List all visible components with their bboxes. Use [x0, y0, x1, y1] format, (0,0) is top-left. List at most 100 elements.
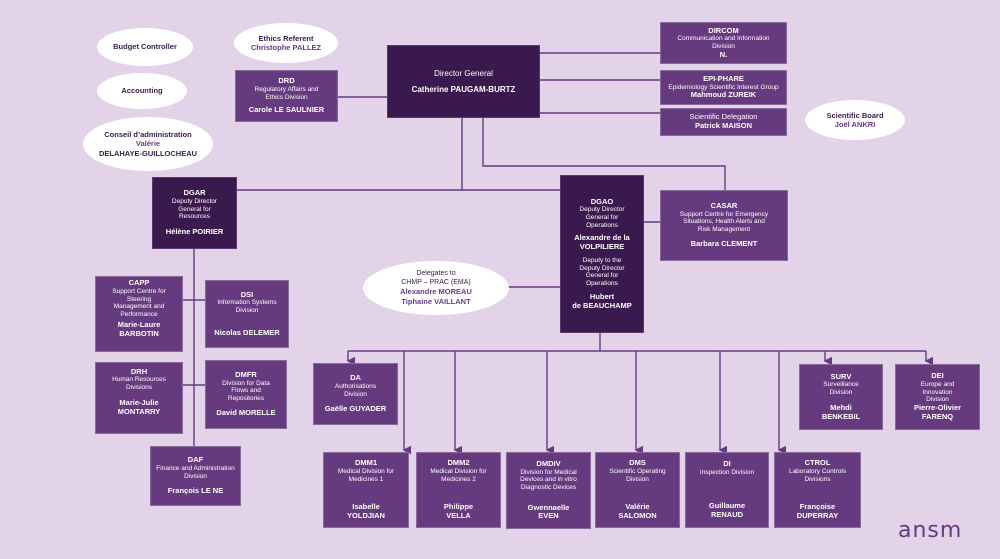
- box-dmfr: DMFR Division for Data Flows and Reposit…: [205, 360, 287, 429]
- board-name2: DELAHAYE-GUILLOCHEAU: [98, 148, 198, 158]
- dgar-desc1: Deputy Director: [171, 198, 218, 206]
- box-dmm1: DMM1 Medical Division for Medicines 1 Is…: [323, 452, 409, 528]
- casar-desc2: Situations, Health Alerts and: [683, 218, 765, 226]
- dgao-code: DGAO: [590, 196, 614, 206]
- box-scientific-delegation: Scientific Delegation Patrick MAISON: [660, 108, 787, 136]
- capp-desc2: Management and: [113, 303, 165, 311]
- dei-name2: FARENQ: [921, 411, 954, 421]
- scientific-board-title: Scientific Board: [826, 110, 884, 120]
- dgao-name1: Alexandre de la: [574, 233, 630, 243]
- dmm1-desc1: Medical Division for: [337, 467, 395, 475]
- oval-delegates: Delegates to CHMP – PRAC (EMA) Alexandre…: [363, 261, 509, 315]
- box-ctrol: CTROL Laboratory Controls Divisions Fran…: [774, 452, 861, 528]
- dei-desc1: Europe and: [920, 381, 955, 389]
- dmm2-name2: VELLA: [446, 511, 471, 521]
- dmm1-name1: Isabelle: [352, 502, 380, 512]
- scientific-board-name: Joël ANKRI: [834, 120, 876, 129]
- dmfr-name: David MORELLE: [216, 408, 276, 418]
- box-director-general: Director General Catherine PAUGAM-BURTZ: [387, 45, 540, 118]
- dmm2-code: DMM2: [447, 458, 470, 468]
- oval-scientific-board: Scientific Board Joël ANKRI: [805, 100, 905, 140]
- ctrol-name2: DUPERRAY: [796, 511, 839, 521]
- drh-code: DRH: [130, 366, 148, 376]
- box-di: DI Inspection Division Guillaume RENAUD: [685, 452, 769, 528]
- di-name2: RENAUD: [710, 510, 744, 520]
- drd-desc1: Regulatory Affairs and: [254, 85, 319, 93]
- daf-name: François LE NE: [167, 486, 224, 496]
- box-drd: DRD Regulatory Affairs and Ethics Divisi…: [235, 70, 338, 122]
- box-daf: DAF Finance and Administration Division …: [150, 446, 241, 506]
- drh-name: Marie-Julie MONTARRY: [117, 397, 161, 416]
- box-surv: SURV Surveillance Division Mehdi BENKEBI…: [799, 364, 883, 430]
- dmdiv-code: DMDIV: [536, 458, 561, 468]
- box-dms: DMS Scientific Operating Division Valéri…: [595, 452, 680, 528]
- dgao-name2: VOLPILIERE: [579, 242, 625, 252]
- drd-name: Carole LE SAULNIER: [248, 105, 325, 115]
- da-name: Gaëlle GUYADER: [324, 404, 387, 414]
- oval-ethics: Ethics Referent Christophe PALLEZ: [234, 23, 338, 63]
- ctrol-desc1: Laboratory Controls: [788, 467, 847, 475]
- epiphare-code: EPI-PHARE: [703, 73, 744, 83]
- box-epiphare: EPI-PHARE Epidemiology Scientific Intere…: [660, 70, 787, 105]
- box-dmdiv: DMDIV Division for Medical Devices and i…: [506, 452, 591, 529]
- budget-title: Budget Controller: [113, 42, 177, 52]
- daf-code: DAF: [187, 455, 204, 464]
- dmfr-desc3: Repositories: [227, 394, 265, 402]
- surv-name1: Mehdi: [830, 402, 852, 412]
- drd-code: DRD: [278, 76, 295, 85]
- dms-name1: Valérie: [625, 502, 650, 512]
- delegates-line2: CHMP – PRAC (EMA): [401, 278, 471, 286]
- oval-board: Conseil d’administration Valérie DELAHAY…: [83, 117, 213, 171]
- capp-name: Marie-Laure BARBOTIN: [117, 320, 161, 339]
- di-code: DI: [723, 458, 731, 468]
- box-capp: CAPP Support Centre for Steering Managem…: [95, 276, 183, 352]
- casar-desc3: Risk Management: [697, 225, 751, 233]
- ctrol-name1: Françoise: [799, 502, 836, 512]
- box-dgar: DGAR Deputy Director General for Resourc…: [152, 177, 237, 249]
- dgar-desc3: Resources: [178, 213, 211, 221]
- dms-desc2: Division: [626, 475, 649, 483]
- da-code: DA: [350, 373, 361, 382]
- dms-name2: SALOMON: [618, 511, 657, 521]
- delegates-line1: Delegates to: [416, 269, 456, 277]
- dei-desc2: Innovation: [922, 388, 953, 396]
- box-da: DA Authorisations Division Gaëlle GUYADE…: [313, 363, 398, 425]
- dmm2-desc2: Medicines 2: [441, 475, 476, 483]
- dsi-desc2: Division: [235, 307, 259, 314]
- dgao-deputy4: Operations: [586, 280, 618, 288]
- dmdiv-name1: Gwennaelle: [527, 502, 570, 512]
- box-dsi: DSI Information Systems Division Nicolas…: [205, 280, 289, 348]
- delegates-name1: Alexandre MOREAU: [400, 287, 472, 297]
- capp-desc3: Performance: [120, 310, 158, 318]
- dmm2-desc1: Medical Division for: [430, 467, 487, 475]
- scidel-title: Scientific Delegation: [689, 112, 758, 122]
- dmm1-desc2: Medicines 1: [348, 475, 384, 483]
- box-casar: CASAR Support Centre for Emergency Situa…: [660, 190, 788, 261]
- box-dgao: DGAO Deputy Director General for Operati…: [560, 175, 644, 333]
- ctrol-code: CTROL: [804, 458, 831, 468]
- dmdiv-desc3: Diagnostic Devices: [520, 483, 577, 491]
- dmfr-desc1: Division for Data: [222, 379, 270, 387]
- dgao-dname1: Hubert: [589, 291, 615, 301]
- dmdiv-desc1: Division for Medical: [520, 468, 577, 476]
- di-name1: Guillaume: [708, 501, 746, 511]
- dgao-desc2: General for: [585, 214, 619, 222]
- dgao-desc1: Deputy Director: [579, 206, 625, 214]
- daf-desc1: Finance and Administration: [156, 464, 235, 472]
- box-dmm2: DMM2 Medical Division for Medicines 2 Ph…: [416, 452, 501, 528]
- dg-name: Catherine PAUGAM-BURTZ: [411, 85, 516, 94]
- board-title: Conseil d’administration: [104, 129, 192, 139]
- dg-title: Director General: [434, 68, 493, 78]
- daf-desc2: Division: [184, 472, 207, 480]
- dgar-desc2: General for: [178, 205, 211, 213]
- casar-desc1: Support Centre for Emergency: [679, 210, 769, 218]
- dgao-deputy3: General for: [585, 272, 619, 280]
- dgar-name: Hélène POIRIER: [165, 226, 224, 236]
- dsi-name: Nicolas DELEMER: [214, 327, 280, 337]
- dmdiv-name2: EVEN: [538, 511, 559, 521]
- epiphare-name: Mahmoud ZUREIK: [690, 90, 757, 100]
- surv-desc2: Division: [829, 389, 853, 397]
- box-drh: DRH Human Resources Divisions Marie-Juli…: [95, 362, 183, 434]
- dmm1-code: DMM1: [354, 458, 378, 468]
